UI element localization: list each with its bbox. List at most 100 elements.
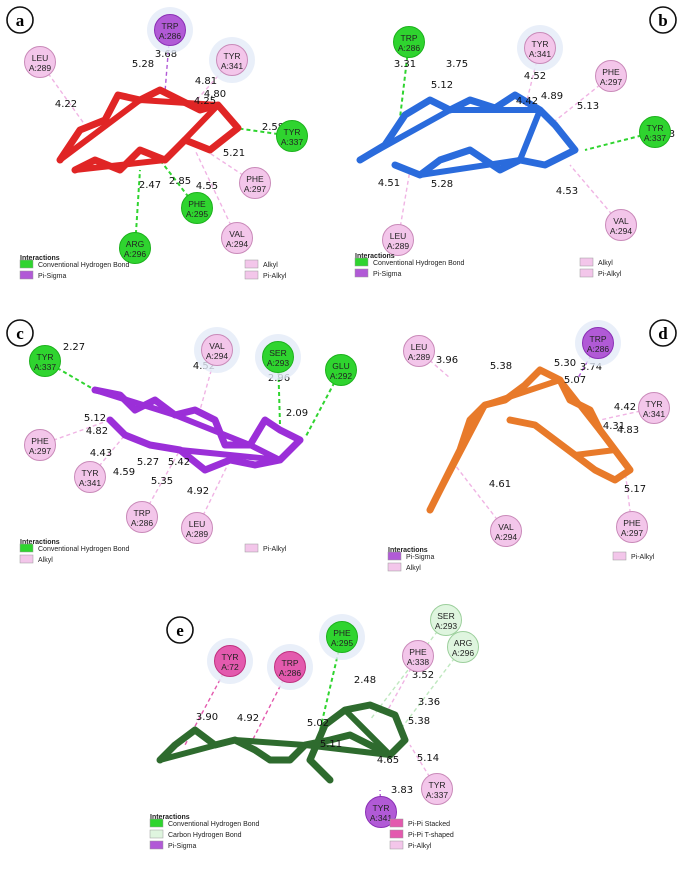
residue-id: A:337: [644, 133, 666, 143]
svg-text:e: e: [176, 621, 184, 640]
distance-label: 5.07: [564, 375, 586, 386]
distance-label: 3.52: [412, 670, 434, 681]
interaction-line: [384, 655, 419, 716]
legend-item: Alkyl: [19, 554, 53, 564]
residue-id: A:289: [387, 241, 409, 251]
residue-id: A:341: [79, 478, 101, 488]
residue-name: TYR: [82, 468, 99, 478]
legend-label: Pi-Sigma: [373, 271, 402, 278]
residue-id: A:341: [370, 813, 392, 823]
legend-label: Conventional Hydrogen Bond: [373, 260, 465, 267]
residue-id: A:294: [610, 226, 632, 236]
legend-item: Pi-Alkyl: [244, 270, 287, 280]
residue-name: TYR: [532, 39, 549, 49]
distance-label: 4.55: [196, 181, 218, 192]
distance-label: 4.52: [524, 71, 546, 82]
distance-label: 5.13: [577, 101, 599, 112]
residue-name: PHE: [188, 199, 206, 209]
legend-label: Pi-Alkyl: [263, 546, 287, 553]
legend-item: Pi-Alkyl: [612, 551, 655, 561]
legend-item: Alkyl: [244, 259, 278, 269]
interaction-line: [141, 449, 181, 518]
residue-name: TRP: [401, 33, 418, 43]
legend-label: Conventional Hydrogen Bond: [38, 546, 130, 553]
distance-label: 2.09: [286, 408, 308, 419]
ligand-structure: [356, 91, 579, 179]
residue-name: ARG: [126, 239, 144, 249]
distance-label: 4.31: [603, 421, 625, 432]
distance-label: 5.17: [624, 484, 646, 495]
residue-id: A:286: [131, 518, 153, 528]
residue-id: A:337: [426, 790, 448, 800]
distance-label: 5.38: [490, 361, 512, 372]
distance-label: 5.42: [168, 457, 190, 468]
legend-label: Pi-Alkyl: [598, 271, 622, 278]
residue-name: TYR: [373, 803, 390, 813]
residue-name: LEU: [189, 519, 206, 529]
residue-name: LEU: [32, 53, 49, 63]
residue-name: TYR: [646, 399, 663, 409]
legend-label: Pi-Alkyl: [263, 273, 287, 280]
residue-id: A:289: [408, 352, 430, 362]
distance-label: 5.28: [132, 59, 154, 70]
residue-name: PHE: [246, 174, 264, 184]
residue-id: A:297: [600, 77, 622, 87]
distance-label: 4.42: [614, 402, 636, 413]
residue-name: ARG: [454, 638, 472, 648]
legend-title: Interactions: [355, 253, 395, 260]
distance-label: 4.92: [187, 486, 209, 497]
legend-item: Pi-Alkyl: [389, 840, 432, 850]
legend-item: Alkyl: [387, 562, 421, 572]
residue-id: A:341: [529, 49, 551, 59]
distance-label: 5.21: [223, 148, 245, 159]
residue-id: A:338: [407, 657, 429, 667]
ligand-structure: [56, 86, 242, 174]
distance-label: 5.02: [307, 718, 329, 729]
distance-label: 2.47: [139, 180, 161, 191]
legend-item: Pi-Pi Stacked: [389, 818, 450, 828]
distance-label: 4.81: [195, 76, 217, 87]
distance-label: 5.35: [151, 476, 173, 487]
legend-swatch: [244, 270, 259, 280]
residue-name: PHE: [602, 67, 620, 77]
residue-name: PHE: [31, 436, 49, 446]
residue-id: A:286: [159, 31, 181, 41]
legend-item: Conventional Hydrogen Bond: [19, 259, 130, 269]
distance-label: 3.74: [580, 362, 602, 373]
distance-label: 3.68: [155, 49, 177, 60]
interaction-line: [569, 164, 622, 226]
residue-id: A:337: [281, 137, 303, 147]
residue-name: TYR: [224, 51, 241, 61]
residue-name: VAL: [498, 522, 514, 532]
residue-id: A:286: [587, 344, 609, 354]
legend-swatch: [19, 554, 34, 564]
interaction-line: [399, 646, 464, 731]
panel-label-c: c: [6, 319, 34, 347]
legend-item: Alkyl: [579, 257, 613, 267]
legend-swatch: [389, 840, 404, 850]
interaction-line: [194, 149, 238, 239]
legend-label: Alkyl: [406, 565, 421, 572]
legend-label: Pi-Alkyl: [631, 554, 655, 561]
distance-label: 5.14: [417, 753, 439, 764]
legend-swatch: [354, 268, 369, 278]
